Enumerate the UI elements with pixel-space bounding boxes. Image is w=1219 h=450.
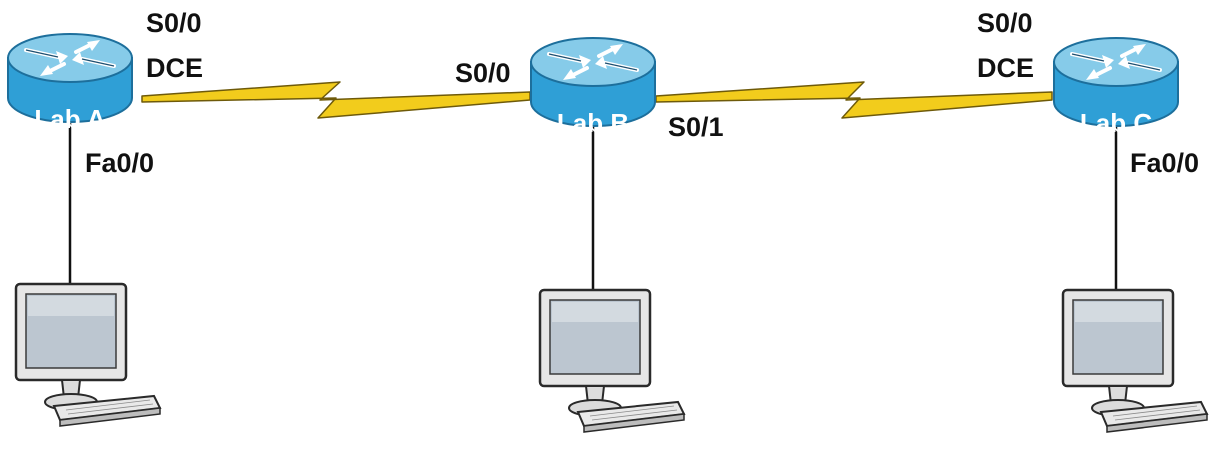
- router-label-lab-c: Lab C: [1080, 108, 1152, 138]
- router-label-lab-b: Lab B: [557, 108, 629, 138]
- lab-c-dce-label: DCE: [977, 53, 1035, 83]
- pc-icon: [14, 282, 162, 428]
- lab-b-serial1-label: S0/1: [668, 112, 724, 142]
- lab-a-dce-label: DCE: [146, 53, 204, 83]
- router-lab-b: Lab B: [529, 36, 657, 138]
- lab-a-fastethernet-label: Fa0/0: [85, 148, 155, 178]
- lab-c-fastethernet-label: Fa0/0: [1130, 148, 1200, 178]
- lab-b-serial0-label: S0/0: [455, 58, 511, 88]
- router-label-lab-a: Lab A: [34, 104, 105, 134]
- router-lab-a: Lab A: [6, 32, 134, 134]
- pc-icon: [1061, 288, 1209, 434]
- pc-icon: [538, 288, 686, 434]
- serial-link-b-c: [655, 81, 1053, 119]
- lab-a-serial-interface-label: S0/0: [146, 8, 202, 38]
- lab-c-serial-interface-label: S0/0: [977, 8, 1033, 38]
- router-lab-c: Lab C: [1052, 36, 1180, 138]
